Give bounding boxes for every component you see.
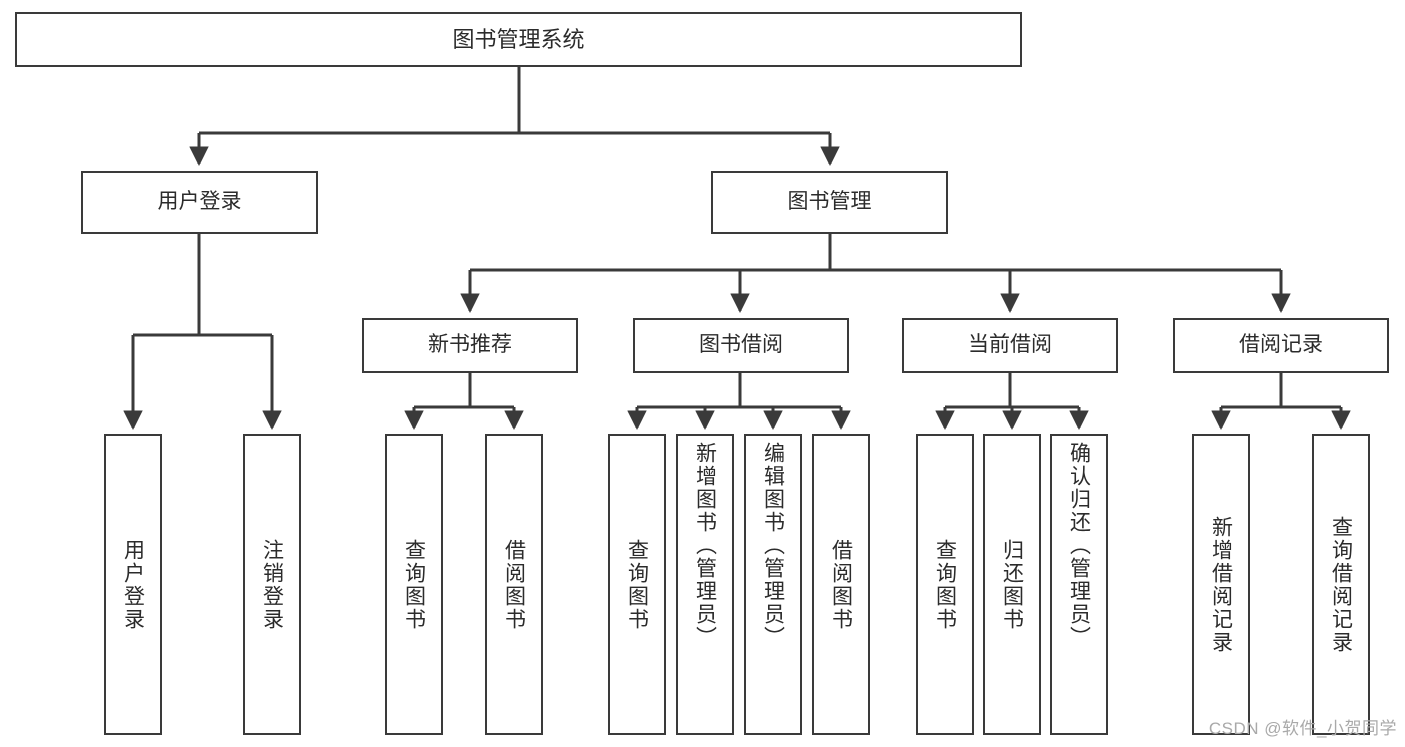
node-label: 用户登录 (121, 538, 145, 631)
node-label: 借阅图书 (502, 538, 526, 631)
node-label: 借阅图书 (829, 538, 853, 631)
node-root-system[interactable]: 图书管理系统 (15, 12, 1022, 67)
watermark: CSDN @软件_小贺同学 (1208, 719, 1397, 738)
node-label: 借阅记录 (1239, 333, 1323, 357)
node-label: 确认归还（管理员） (1067, 442, 1091, 649)
node-leaf-edit-book-admin[interactable]: 编辑图书（管理员） (744, 434, 802, 735)
node-label: 新增图书（管理员） (693, 442, 717, 649)
node-label: 用户登录 (157, 190, 242, 214)
node-leaf-borrow-book[interactable]: 借阅图书 (812, 434, 870, 735)
node-user-login[interactable]: 用户登录 (81, 171, 318, 234)
node-label: 当前借阅 (968, 333, 1052, 357)
node-leaf-add-book-admin[interactable]: 新增图书（管理员） (676, 434, 734, 735)
node-label: 图书管理系统 (452, 26, 585, 52)
node-current-borrow[interactable]: 当前借阅 (902, 318, 1118, 373)
node-label: 查询图书 (933, 538, 957, 631)
node-label: 查询图书 (625, 538, 649, 631)
node-leaf-user-login[interactable]: 用户登录 (104, 434, 162, 735)
node-leaf-query-book-current[interactable]: 查询图书 (916, 434, 974, 735)
node-label: 新增借阅记录 (1209, 515, 1233, 654)
node-leaf-add-borrow-record[interactable]: 新增借阅记录 (1192, 434, 1250, 735)
node-borrow-record[interactable]: 借阅记录 (1173, 318, 1389, 373)
node-leaf-logout[interactable]: 注销登录 (243, 434, 301, 735)
node-label: 图书管理 (787, 190, 872, 214)
node-leaf-return-book[interactable]: 归还图书 (983, 434, 1041, 735)
node-new-book-recommend[interactable]: 新书推荐 (362, 318, 578, 373)
node-label: 归还图书 (1000, 538, 1024, 631)
node-label: 查询借阅记录 (1329, 515, 1353, 654)
node-leaf-borrow-book-recommend[interactable]: 借阅图书 (485, 434, 543, 735)
node-label: 新书推荐 (428, 333, 512, 357)
node-label: 注销登录 (260, 538, 284, 631)
node-label: 编辑图书（管理员） (761, 442, 785, 649)
node-book-borrow[interactable]: 图书借阅 (633, 318, 849, 373)
node-leaf-query-borrow-record[interactable]: 查询借阅记录 (1312, 434, 1370, 735)
node-leaf-query-book-recommend[interactable]: 查询图书 (385, 434, 443, 735)
node-book-management[interactable]: 图书管理 (711, 171, 948, 234)
node-label: 图书借阅 (699, 333, 783, 357)
node-leaf-query-book-borrow[interactable]: 查询图书 (608, 434, 666, 735)
node-leaf-confirm-return-admin[interactable]: 确认归还（管理员） (1050, 434, 1108, 735)
node-label: 查询图书 (402, 538, 426, 631)
